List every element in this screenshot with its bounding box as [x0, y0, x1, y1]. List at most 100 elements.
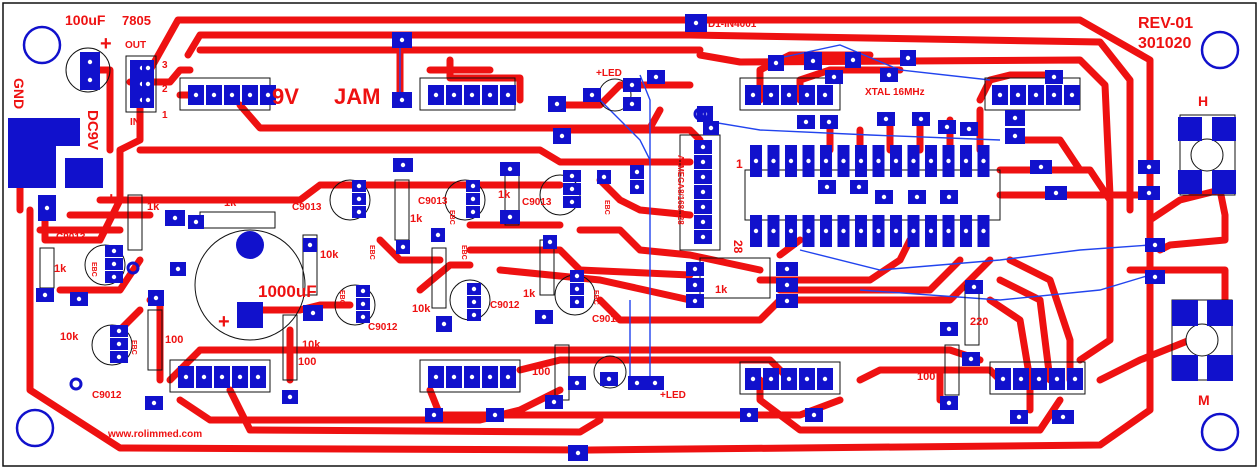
pad-hole-53 — [753, 158, 759, 164]
pad-hole-143 — [547, 239, 553, 245]
pad-hole-102 — [708, 125, 714, 131]
label-jam: JAM — [334, 84, 380, 109]
pad-hole-112 — [470, 183, 476, 189]
copper-traces — [16, 16, 1229, 454]
label-plus-left: + — [106, 189, 117, 209]
pad-hole-26 — [653, 74, 659, 80]
pad-hole-82 — [856, 184, 862, 190]
label-r100-b: 100 — [298, 356, 316, 368]
pad-hole-135 — [634, 184, 640, 190]
trace-to-ic-1 — [556, 81, 694, 109]
pad-hole-163 — [487, 374, 493, 380]
pad-hole-146 — [172, 215, 178, 221]
switch-h-pad-1 — [1178, 117, 1202, 141]
label-r10k-c: 10k — [412, 303, 431, 315]
pad-hole-127 — [111, 248, 117, 254]
pad-hole-137 — [507, 166, 513, 172]
label-r10k-a: 10k — [320, 249, 339, 261]
label-r1k-g: 1k — [523, 288, 536, 300]
pad-hole-187 — [1016, 414, 1022, 420]
trace-right-1 — [1006, 256, 1074, 384]
pad-hole-131 — [116, 341, 122, 347]
pad-hole-167 — [786, 376, 792, 382]
pad-hole-64 — [946, 158, 951, 164]
mounting-holes — [15, 25, 1240, 452]
via-ring-2 — [693, 107, 707, 121]
jumper-6 — [639, 74, 651, 380]
pad-hole-123 — [471, 312, 477, 318]
pad-hole-142 — [541, 314, 547, 320]
label-ebc-f: EBC — [460, 245, 467, 260]
pad-hole-128 — [111, 261, 117, 267]
resistor-100-b-outline — [282, 314, 298, 381]
header-bottom-right-outline — [739, 361, 841, 395]
pad-hole-72 — [841, 228, 846, 234]
pad-hole-71 — [823, 228, 829, 234]
label-c9012-c: C9012 — [592, 314, 622, 325]
pad-hole-29 — [768, 92, 774, 98]
c9013-a-outline — [329, 179, 371, 221]
c9013-b-outline — [444, 179, 486, 221]
pad-hole-43 — [905, 55, 911, 61]
pad-hole-168 — [804, 376, 810, 382]
trace-left-2 — [146, 296, 164, 384]
label-plus-top: + — [100, 33, 112, 55]
jack-pad-3 — [65, 158, 103, 188]
label-pin1: 1 — [162, 110, 168, 121]
cap-1000uf-round-pad — [236, 231, 264, 259]
pad-hole-25 — [629, 101, 635, 107]
pad-hole-162 — [469, 374, 475, 380]
component-pads — [36, 14, 1165, 461]
pad-hole-22 — [559, 133, 565, 139]
header-bottom-far-right-outline — [989, 361, 1086, 395]
pad-hole-31 — [804, 92, 810, 98]
pad-hole-152 — [153, 295, 159, 301]
pad-hole-36 — [1051, 92, 1057, 98]
label-out: OUT — [125, 40, 146, 51]
resistor-1k-left-outline — [127, 194, 143, 251]
label-c9012-d: C9012 — [92, 390, 122, 401]
pad-hole-42 — [886, 72, 892, 78]
label-r220: 220 — [970, 316, 988, 328]
label-m: M — [1198, 392, 1210, 408]
pad-hole-49 — [944, 124, 950, 130]
trace-low-5 — [426, 386, 844, 419]
trace-low-2 — [166, 346, 204, 384]
pad-hole-48 — [918, 116, 924, 122]
switch-m-pad-3 — [1172, 355, 1198, 381]
pad-hole-45 — [803, 119, 809, 125]
pad-hole-121 — [471, 286, 477, 292]
pad-hole-51 — [1012, 115, 1018, 121]
pad-hole-14 — [433, 92, 439, 98]
label-rev: REV-01 — [1138, 15, 1193, 32]
pad-hole-124 — [574, 273, 580, 279]
pad-hole-160 — [433, 374, 439, 380]
label-r100-a: 100 — [165, 334, 183, 346]
switch-h-pad-4 — [1212, 170, 1236, 194]
pad-hole-58 — [841, 158, 846, 164]
pad-hole-109 — [356, 183, 362, 189]
pad-hole-18 — [505, 92, 511, 98]
pad-hole-148 — [175, 266, 181, 272]
trace-right-3 — [986, 296, 1034, 384]
pad-hole-173 — [1054, 376, 1060, 382]
pad-hole-145 — [310, 310, 316, 316]
pad-hole-107 — [784, 282, 790, 288]
pad-hole-104 — [692, 282, 698, 288]
pad-hole-103 — [692, 266, 698, 272]
pad-hole-86 — [1038, 164, 1044, 170]
pad-hole-144 — [307, 242, 313, 248]
pad-hole-28 — [750, 92, 756, 98]
pad-hole-6 — [145, 65, 151, 71]
pad-hole-175 — [431, 412, 437, 418]
pad-hole-176 — [492, 412, 498, 418]
pad-hole-116 — [569, 186, 575, 192]
trace-hm-1 — [1146, 186, 1229, 254]
pad-hole-50 — [966, 126, 972, 132]
trace-center-3 — [496, 266, 694, 304]
trace-top-inner — [184, 31, 1134, 214]
pad-hole-75 — [893, 228, 899, 234]
jumper-4 — [859, 274, 1151, 301]
